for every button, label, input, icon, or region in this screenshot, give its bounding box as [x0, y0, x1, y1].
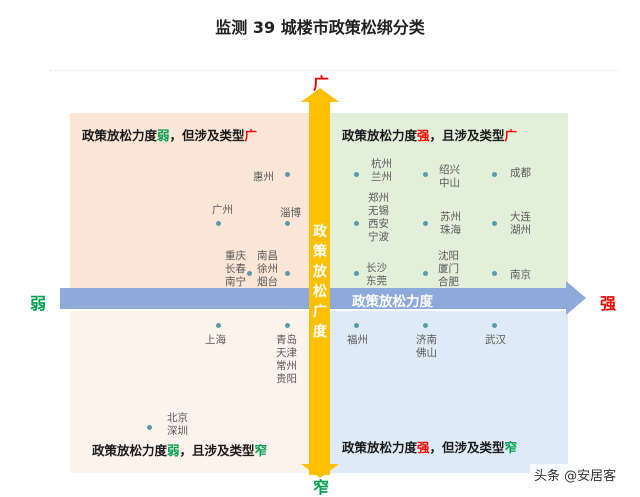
- axis-end-weak: 弱: [30, 294, 47, 313]
- city-label: 绍兴中山: [439, 164, 460, 189]
- label-text: ，但涉及类型: [429, 440, 505, 455]
- city-dot: [354, 323, 359, 328]
- label-text: ，但涉及类型: [169, 128, 245, 143]
- city-label: 重庆长春南宁: [225, 250, 246, 288]
- city-dot: [492, 323, 497, 328]
- quadrant-weak-narrow: [70, 311, 320, 473]
- label-highlight: 强: [417, 128, 430, 143]
- label-highlight: 广: [244, 128, 258, 143]
- city-dot: [247, 271, 252, 276]
- city-label: 杭州兰州: [371, 158, 392, 183]
- label-text: 政策放松力度: [342, 440, 418, 455]
- city-dot: [423, 221, 428, 226]
- city-label: 广州: [212, 204, 233, 216]
- city-label: 大连湖州: [510, 211, 531, 236]
- quadrant-label-top-left: 政策放松力度弱，但涉及类型广: [82, 125, 257, 144]
- city-dot: [354, 271, 359, 276]
- label-text: ，且涉及类型: [429, 128, 505, 143]
- horizontal-axis-label: 政策放松力度: [352, 294, 433, 310]
- vertical-arrowhead-bottom: [301, 464, 339, 478]
- label-text: 政策放松力度: [92, 443, 168, 458]
- quadrant-strong-narrow: [330, 311, 568, 473]
- city-label: 青岛天津常州贵阳: [276, 334, 297, 385]
- city-label: 成都: [510, 167, 531, 179]
- quadrant-weak-wide: [70, 113, 320, 306]
- city-dot: [285, 271, 290, 276]
- watermark: 头条 @安居客: [530, 464, 621, 485]
- city-label: 惠州: [253, 171, 274, 183]
- city-label: 福州: [347, 334, 368, 346]
- quadrant-label-bottom-left: 政策放松力度弱，且涉及类型窄: [92, 440, 267, 459]
- city-label: 上海: [205, 334, 226, 346]
- city-dot: [492, 271, 497, 276]
- label-text: 政策放松力度: [82, 128, 158, 143]
- city-label: 郑州无锡西安宁波: [368, 192, 389, 243]
- city-label: 济南佛山: [416, 334, 437, 359]
- city-dot: [423, 271, 428, 276]
- city-label: 南昌徐州烟台: [257, 250, 278, 288]
- city-dot: [492, 172, 497, 177]
- axis-end-strong: 强: [600, 294, 617, 313]
- axis-end-wide: 广: [313, 74, 330, 93]
- city-label: 苏州珠海: [440, 211, 461, 236]
- city-dot: [216, 221, 221, 226]
- label-highlight: 窄: [254, 443, 268, 458]
- horizontal-arrowhead: [566, 281, 586, 315]
- label-highlight: 弱: [157, 128, 170, 143]
- city-dot: [354, 172, 359, 177]
- label-text: 政策放松力度: [342, 128, 418, 143]
- city-dot: [216, 323, 221, 328]
- quadrant-strong-wide: [330, 113, 568, 306]
- vertical-axis-label: 政策放松广度: [313, 224, 327, 340]
- city-label: 沈阳厦门合肥: [438, 250, 459, 288]
- city-dot: [285, 221, 290, 226]
- axis-end-narrow: 窄: [313, 478, 330, 497]
- city-label: 南京: [510, 269, 531, 281]
- city-label: 武汉: [485, 334, 506, 346]
- label-highlight: 强: [417, 440, 430, 455]
- label-highlight: 广: [504, 128, 518, 143]
- city-dot: [423, 172, 428, 177]
- vertical-axis-arrow: [309, 96, 330, 475]
- vertical-arrowhead-top: [301, 88, 339, 102]
- city-dot: [492, 221, 497, 226]
- page-title: 监测 39 城楼市政策松绑分类: [215, 18, 425, 37]
- quadrant-label-top-right: 政策放松力度强，且涉及类型广: [342, 125, 517, 144]
- label-highlight: 弱: [167, 443, 180, 458]
- city-label: 长沙东莞: [366, 262, 387, 287]
- quadrant-label-bottom-right: 政策放松力度强，但涉及类型窄: [342, 437, 517, 456]
- city-dot: [285, 172, 290, 177]
- city-dot: [354, 221, 359, 226]
- divider: [50, 70, 620, 71]
- city-dot: [147, 425, 152, 430]
- label-text: ，且涉及类型: [179, 443, 255, 458]
- city-dot: [423, 323, 428, 328]
- city-label: 北京深圳: [167, 412, 188, 437]
- city-dot: [285, 323, 290, 328]
- label-highlight: 窄: [504, 440, 518, 455]
- city-label: 淄博: [280, 207, 301, 219]
